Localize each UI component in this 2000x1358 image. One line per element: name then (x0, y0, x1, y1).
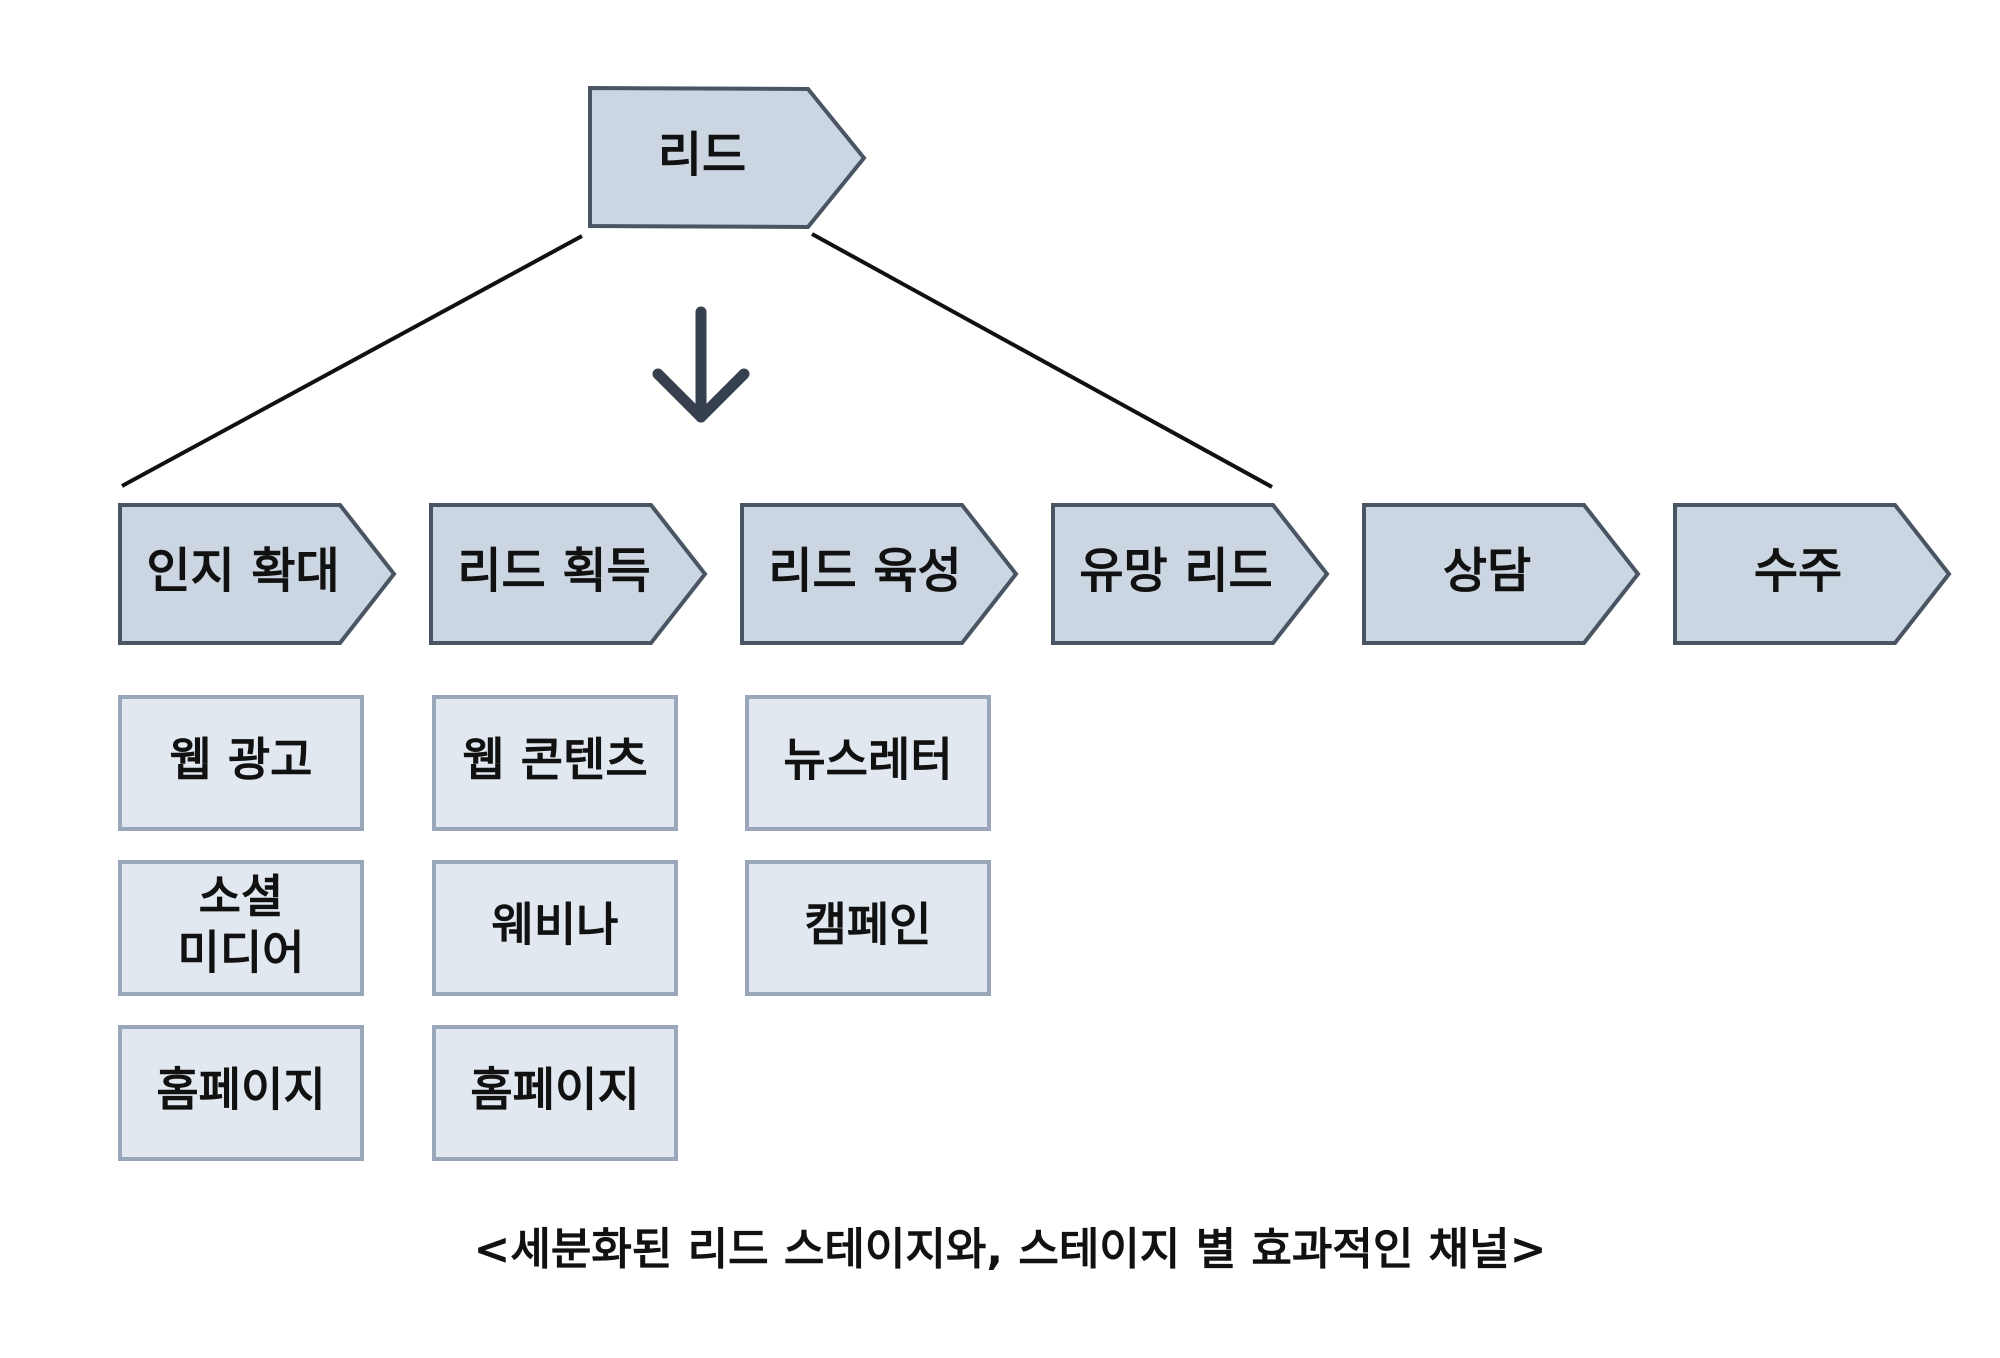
channel-label: 뉴스레터 (783, 733, 952, 787)
channel-box-shape (118, 695, 364, 831)
channel-label: 웹 광고 (170, 733, 313, 787)
stage-shape (1051, 503, 1330, 645)
channel-label: 미디어 (178, 926, 305, 980)
stage-4: 유망 리드 (1051, 503, 1330, 645)
channel-box-shape (432, 860, 678, 996)
stage-1: 인지 확대 (118, 503, 397, 645)
channel-label: 웨비나 (492, 898, 619, 952)
top-stage-shape (588, 85, 867, 230)
channel-box-shape (118, 1025, 364, 1161)
channel-box: 홈페이지 (118, 1025, 364, 1161)
arrow-down-icon (652, 306, 750, 423)
channel-label: 웹 콘텐츠 (462, 733, 647, 787)
top-stage: 리드 (588, 85, 867, 230)
channel-label: 홈페이지 (156, 1063, 325, 1117)
channel-label: 홈페이지 (470, 1063, 639, 1117)
channel-box: 뉴스레터 (745, 695, 991, 831)
stage-label: 상담 (1443, 543, 1531, 599)
stage-shape (1673, 503, 1952, 645)
stage-5: 상담 (1362, 503, 1641, 645)
channel-label: 캠페인 (805, 898, 932, 952)
connector-left (121, 234, 583, 488)
stage-label: 리드 획득 (457, 543, 650, 599)
channel-box: 웹 광고 (118, 695, 364, 831)
channel-box-shape (432, 695, 678, 831)
top-stage-label: 리드 (658, 127, 746, 183)
stage-shape (740, 503, 1019, 645)
channel-label: 소셜 (199, 870, 284, 924)
stage-shape (118, 503, 397, 645)
channel-box-shape (432, 1025, 678, 1161)
stage-shape (1362, 503, 1641, 645)
stage-label: 인지 확대 (146, 543, 339, 599)
diagram-caption: <세분화된 리드 스테이지와, 스테이지 별 효과적인 채널> (474, 1224, 1547, 1275)
channel-box: 홈페이지 (432, 1025, 678, 1161)
connector-right (811, 232, 1273, 489)
stage-6: 수주 (1673, 503, 1952, 645)
channel-box-shape (745, 695, 991, 831)
stage-3: 리드 육성 (740, 503, 1019, 645)
channel-box: 웹 콘텐츠 (432, 695, 678, 831)
channel-box-shape (745, 860, 991, 996)
channel-box: 웨비나 (432, 860, 678, 996)
stage-label: 리드 육성 (768, 543, 961, 599)
stage-label: 수주 (1754, 543, 1842, 599)
stage-row: 인지 확대 리드 획득 리드 육성 유망 리드 상담 수주 (118, 503, 1952, 645)
channel-box-shape (118, 860, 364, 996)
stage-shape (429, 503, 708, 645)
channel-box: 캠페인 (745, 860, 991, 996)
stage-2: 리드 획득 (429, 503, 708, 645)
stage-label: 유망 리드 (1079, 543, 1272, 599)
